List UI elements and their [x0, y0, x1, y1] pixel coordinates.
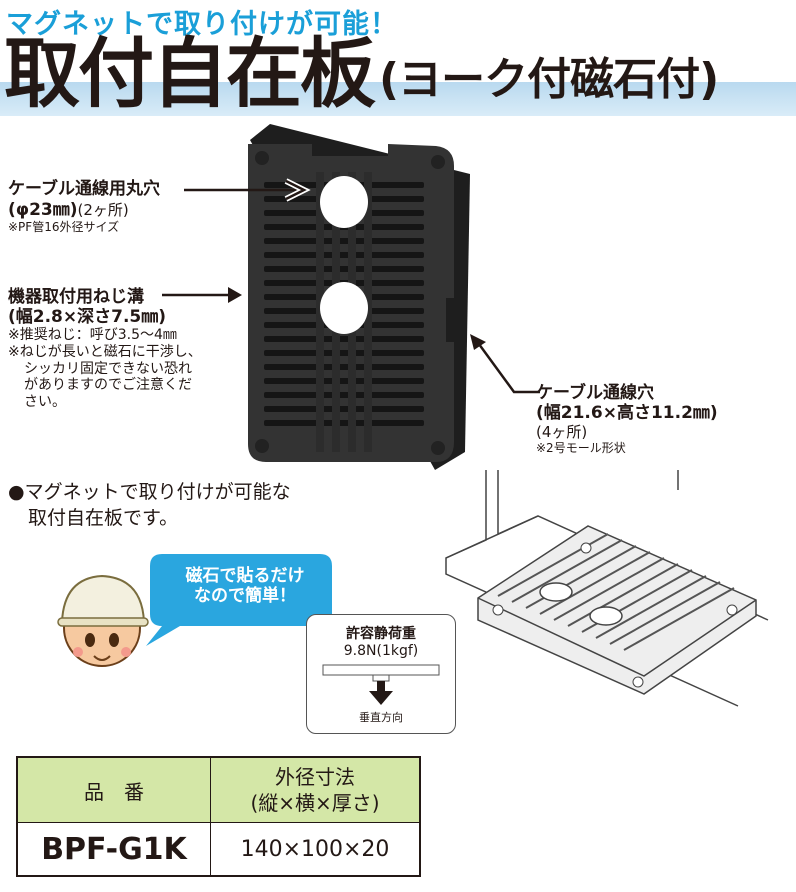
- screw-groove-size: (幅2.8×深さ7.5㎜): [8, 306, 167, 327]
- installation-illustration: [445, 470, 769, 707]
- product-plate-illustration: [248, 124, 470, 470]
- screw-groove-note-3: シッカリ固定できない恐れ: [24, 360, 192, 377]
- table-row: BPF-G1K 140×100×20: [16, 822, 421, 877]
- screw-groove-title: 機器取付用ねじ溝: [8, 287, 144, 307]
- cell-size: 140×100×20: [210, 822, 421, 877]
- screw-groove-note-1: ※推奨ねじ：呼び3.5～4㎜: [8, 327, 177, 344]
- cable-pass-arrow: [470, 334, 540, 394]
- table-header-row: 品 番 外径寸法 (縦×横×厚さ): [16, 756, 421, 823]
- screw-groove-arrow: [162, 287, 242, 303]
- load-title: 許容静荷重: [346, 626, 416, 642]
- screw-groove-note-2: ※ねじが長いと磁石に干渉し、: [8, 343, 202, 360]
- header-model: 品 番: [16, 756, 211, 823]
- intro-line-2: 取付自在板です。: [28, 506, 179, 529]
- load-diagram: [322, 664, 440, 705]
- load-info-box: 許容静荷重 9.8N(1kgf) 垂直方向: [306, 614, 456, 734]
- screw-groove-note-4: がありますのでご注意くだ: [24, 377, 192, 394]
- load-direction: 垂直方向: [359, 711, 403, 724]
- cable-hole-note: ※PF管16外径サイズ: [8, 220, 120, 235]
- header-size-line-1: 外径寸法: [275, 765, 355, 789]
- header-size-line-2: (縦×横×厚さ): [250, 791, 380, 815]
- page-title: 取付自在板: [4, 29, 376, 118]
- header-size: 外径寸法 (縦×横×厚さ): [210, 756, 421, 823]
- cable-hole-diameter: (φ23㎜): [8, 199, 78, 220]
- load-value: 9.8N(1kgf): [343, 643, 419, 659]
- bubble-line-1: 磁石で貼るだけ: [185, 566, 305, 586]
- bubble-line-2: なので簡単！: [194, 586, 296, 607]
- cable-hole-title: ケーブル通線用丸穴: [8, 179, 160, 199]
- cable-hole-arrow: [184, 178, 311, 202]
- cable-pass-note: ※2号モール形状: [536, 441, 626, 456]
- intro-text: ●マグネットで取り付けが可能な 取付自在板です。: [8, 480, 291, 531]
- screw-groove-note-5: さい。: [24, 394, 66, 411]
- cable-pass-count: (4ヶ所): [536, 423, 588, 442]
- mascot-with-bubble: [57, 554, 332, 667]
- bubble-text: 磁石で貼るだけ なので簡単！: [160, 566, 330, 607]
- intro-line-1: ●マグネットで取り付けが可能な: [8, 481, 291, 503]
- spec-table: 品 番 外径寸法 (縦×横×厚さ) BPF-G1K 140×100×20: [16, 756, 421, 877]
- cable-hole-count: (2ヶ所): [77, 200, 129, 219]
- cable-pass-size: (幅21.6×高さ11.2㎜): [536, 402, 718, 423]
- subtitle: マグネットで取り付けが可能！: [6, 9, 398, 40]
- title-band: [0, 82, 796, 116]
- callout-screw-groove: 機器取付用ねじ溝 (幅2.8×深さ7.5㎜) ※推奨ねじ：呼び3.5～4㎜ ※ね…: [8, 287, 202, 411]
- callout-cable-hole: ケーブル通線用丸穴 (φ23㎜)(2ヶ所) ※PF管16外径サイズ: [8, 179, 160, 235]
- cell-model: BPF-G1K: [16, 822, 211, 877]
- callout-cable-pass: ケーブル通線穴 (幅21.6×高さ11.2㎜) (4ヶ所) ※2号モール形状: [536, 383, 718, 456]
- page-title-suffix: (ヨーク付磁石付): [379, 54, 719, 105]
- cable-pass-title: ケーブル通線穴: [536, 383, 654, 403]
